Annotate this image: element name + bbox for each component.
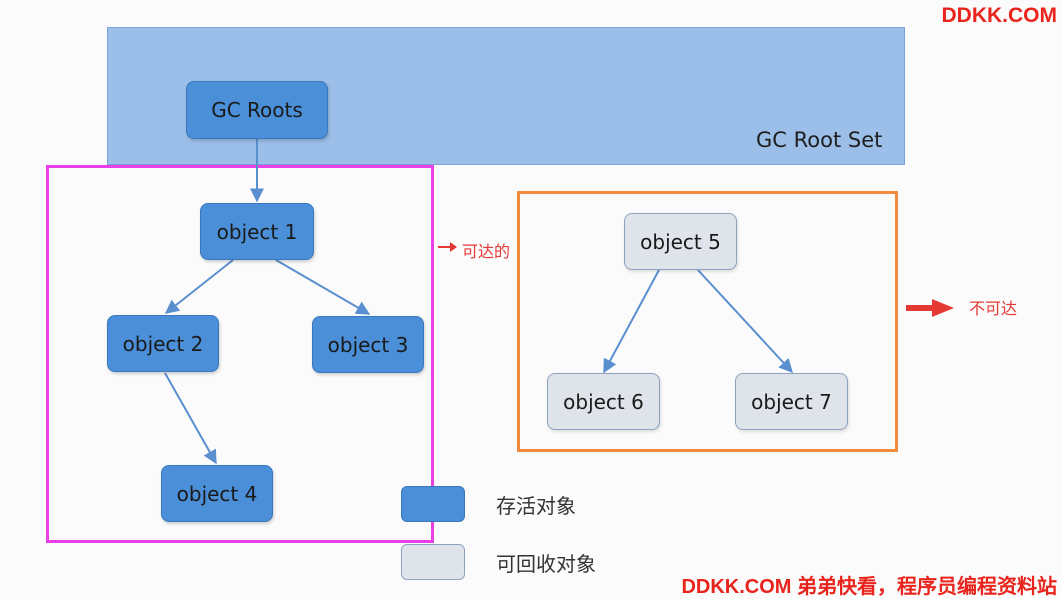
node-object-5: object 5 — [624, 213, 737, 270]
legend-collectable-swatch — [401, 544, 465, 580]
node-object-2: object 2 — [107, 315, 219, 372]
node-object-7: object 7 — [735, 373, 848, 430]
watermark-bottom: DDKK.COM 弟弟快看，程序员编程资料站 — [681, 576, 1057, 598]
node-object-4: object 4 — [161, 465, 273, 522]
edge-object2-to-object4 — [164, 372, 217, 465]
legend-live-swatch — [401, 486, 465, 522]
node-object-3: object 3 — [312, 316, 424, 373]
edge-object5-to-object7 — [697, 269, 793, 374]
gc-roots-node: GC Roots — [186, 81, 328, 139]
legend-collectable-label: 可回收对象 — [496, 552, 596, 576]
arrow-right-icon — [438, 242, 457, 252]
node-object-1: object 1 — [200, 203, 314, 260]
node-object-6: object 6 — [547, 373, 660, 430]
watermark-top: DDKK.COM — [941, 4, 1058, 27]
unreachable-annotation: 不可达 — [969, 299, 1018, 318]
edge-object1-to-object3 — [275, 259, 371, 315]
reachable-annotation: 可达的 — [462, 242, 511, 261]
unreachable-frame — [517, 191, 898, 452]
legend-live-label: 存活对象 — [496, 494, 576, 518]
edge-object5-to-object6 — [603, 269, 660, 374]
edge-object1-to-object2 — [164, 259, 234, 314]
gc-root-set-label: GC Root Set — [756, 128, 883, 152]
arrow-right-icon — [906, 299, 954, 317]
reachable-frame — [46, 165, 434, 543]
